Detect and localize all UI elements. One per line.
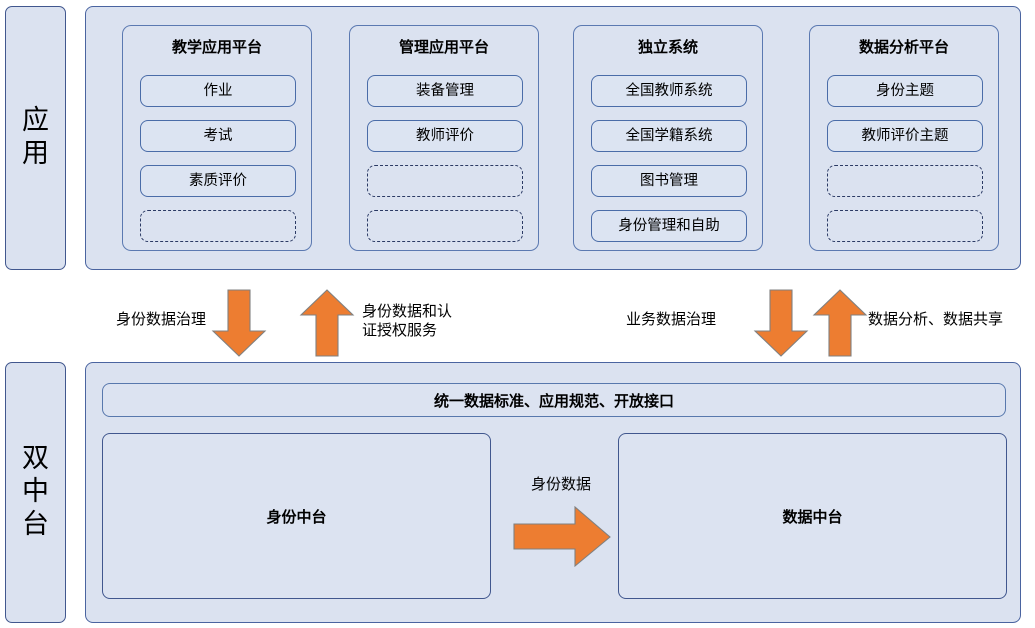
up-arrow-icon	[299, 289, 355, 357]
app-item-jiaoshipingjia[interactable]: 教师评价	[367, 120, 523, 152]
app-item-tushuguanli[interactable]: 图书管理	[591, 165, 747, 197]
down-arrow-icon	[753, 289, 809, 357]
application-layer-panel: 教学应用平台 作业 考试 素质评价 管理应用平台 装备管理 教师评价 独立系统 …	[85, 6, 1021, 270]
standards-bar[interactable]: 统一数据标准、应用规范、开放接口	[102, 383, 1006, 417]
flow-arrow-identity-auth-up	[299, 289, 355, 358]
app-item-placeholder-teaching-1[interactable]	[140, 210, 296, 242]
flow-label-identity-governance: 身份数据治理	[116, 310, 207, 328]
layer-label-dual-platform: 双中台	[5, 362, 66, 623]
right-arrow-icon	[513, 505, 611, 568]
flow-label-identity-auth-service: 身份数据和认 证授权服务	[362, 302, 453, 339]
data-platform-box[interactable]: 数据中台	[618, 433, 1007, 599]
group-teaching-platform: 教学应用平台 作业 考试 素质评价	[122, 25, 312, 251]
flow-arrow-data-analysis-up	[812, 289, 868, 358]
group-title-teaching: 教学应用平台	[171, 38, 262, 56]
app-item-placeholder-analysis-2[interactable]	[827, 210, 983, 242]
flow-label-business-governance: 业务数据治理	[626, 310, 717, 328]
app-item-kaoshi[interactable]: 考试	[140, 120, 296, 152]
flow-arrow-identity-governance-down	[211, 289, 267, 358]
flow-arrow-identity-data-right	[513, 505, 612, 568]
app-item-quanguojiaoshixitong[interactable]: 全国教师系统	[591, 75, 747, 107]
flow-label-data-analysis-share: 数据分析、数据共享	[868, 310, 1004, 328]
group-title-data-analysis: 数据分析平台	[858, 38, 949, 56]
up-arrow-icon	[812, 289, 868, 357]
app-item-placeholder-analysis-1[interactable]	[827, 165, 983, 197]
group-title-independent: 独立系统	[637, 38, 698, 56]
identity-platform-box[interactable]: 身份中台	[102, 433, 491, 599]
app-item-jiaoshipingjiazhuti[interactable]: 教师评价主题	[827, 120, 983, 152]
group-title-management: 管理应用平台	[398, 38, 489, 56]
flow-label-identity-data: 身份数据	[530, 475, 591, 493]
app-item-shenfenguanlihezizhu[interactable]: 身份管理和自助	[591, 210, 747, 242]
dual-platform-layer-panel: 统一数据标准、应用规范、开放接口 身份中台 数据中台 身份数据	[85, 362, 1021, 623]
down-arrow-icon	[211, 289, 267, 357]
app-item-zuoye[interactable]: 作业	[140, 75, 296, 107]
layer-label-application: 应用	[5, 6, 66, 270]
app-item-placeholder-management-1[interactable]	[367, 165, 523, 197]
flow-arrow-business-governance-down	[753, 289, 809, 358]
app-item-shenfenzhuti[interactable]: 身份主题	[827, 75, 983, 107]
group-data-analysis-platform: 数据分析平台 身份主题 教师评价主题	[809, 25, 999, 251]
app-item-suzhipingjia[interactable]: 素质评价	[140, 165, 296, 197]
group-management-platform: 管理应用平台 装备管理 教师评价	[349, 25, 539, 251]
group-independent-systems: 独立系统 全国教师系统 全国学籍系统 图书管理 身份管理和自助	[573, 25, 763, 251]
layer-label-dual-platform-text: 双中台	[21, 443, 49, 540]
layer-label-application-text: 应用	[21, 105, 49, 169]
app-item-placeholder-management-2[interactable]	[367, 210, 523, 242]
app-item-quanguoxuejixitong[interactable]: 全国学籍系统	[591, 120, 747, 152]
app-item-zhuangbeiguanli[interactable]: 装备管理	[367, 75, 523, 107]
